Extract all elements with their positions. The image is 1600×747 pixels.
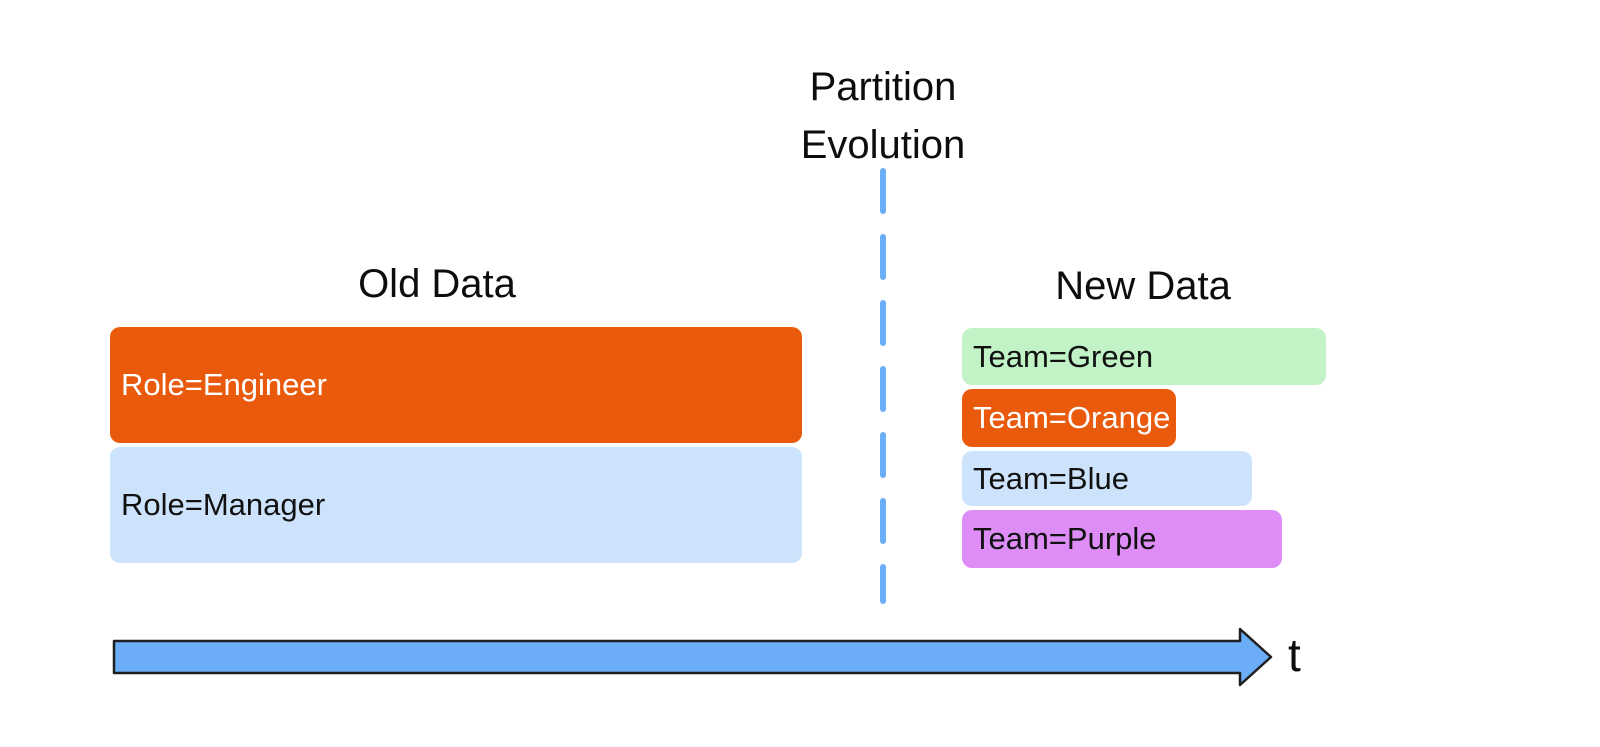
diagram-title-line2: Evolution	[800, 123, 966, 167]
time-axis-arrow	[112, 627, 1273, 687]
time-axis-arrow-shape	[112, 627, 1273, 687]
diagram-title-line1: Partition	[809, 65, 957, 109]
bar-team-green: Team=Green	[962, 328, 1326, 385]
old-data-heading: Old Data	[358, 262, 516, 306]
diagram-title: Partition Evolution	[733, 58, 1033, 174]
bar-role-engineer: Role=Engineer	[110, 327, 802, 443]
bar-role-manager-label: Role=Manager	[121, 487, 326, 522]
bar-team-blue-label: Team=Blue	[973, 460, 1129, 496]
time-axis-label: t	[1288, 629, 1301, 681]
bar-team-orange: Team=Orange	[962, 389, 1176, 447]
partition-divider-dashed-line	[880, 168, 886, 604]
bar-role-manager: Role=Manager	[110, 447, 802, 563]
bar-team-green-label: Team=Green	[973, 338, 1154, 374]
bar-team-purple: Team=Purple	[962, 510, 1282, 568]
new-data-heading: New Data	[1055, 264, 1231, 308]
bar-team-orange-label: Team=Orange	[973, 400, 1171, 435]
bar-role-engineer-label: Role=Engineer	[121, 367, 327, 402]
bar-team-purple-label: Team=Purple	[973, 521, 1157, 556]
bar-team-blue: Team=Blue	[962, 451, 1252, 506]
